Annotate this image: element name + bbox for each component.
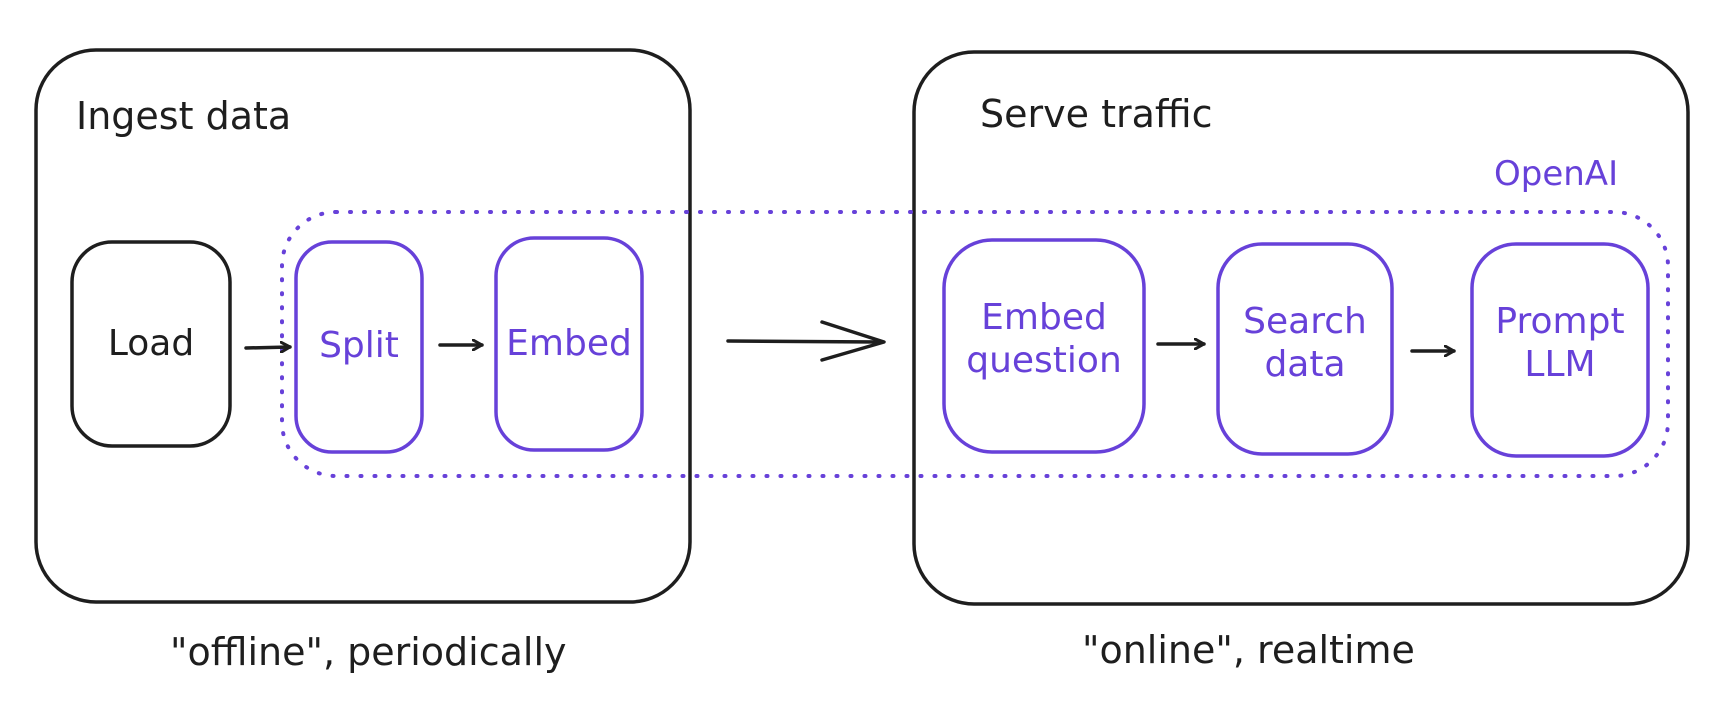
load-step-label: Load bbox=[107, 323, 195, 364]
load-to-split-arrow bbox=[244, 347, 292, 348]
load-step-box bbox=[70, 240, 232, 448]
serve-caption: "online", realtime bbox=[1082, 628, 1415, 672]
prompt-llm-step-label: Prompt LLM bbox=[1495, 301, 1625, 386]
embed-step-box bbox=[494, 236, 644, 452]
search-data-step-label: Search data bbox=[1243, 301, 1367, 386]
split-step-box bbox=[294, 240, 424, 454]
openai-group bbox=[280, 210, 1670, 478]
prompt-llm-step-box bbox=[1470, 242, 1650, 458]
search-data-step-box bbox=[1216, 242, 1394, 456]
serve-section-title: Serve traffic bbox=[980, 92, 1213, 136]
ingest-to-serve-arrow bbox=[726, 339, 882, 344]
embed-question-step-label: Embed question bbox=[966, 297, 1122, 382]
ingest-panel bbox=[34, 48, 692, 604]
ingest-caption: "offline", periodically bbox=[170, 630, 567, 674]
ingest-to-serve-arrowhead bbox=[820, 320, 886, 362]
openai-label: OpenAI bbox=[1494, 154, 1619, 194]
serve-panel bbox=[912, 50, 1690, 606]
ingest-section-title: Ingest data bbox=[76, 94, 292, 138]
embed-step-label: Embed bbox=[506, 323, 632, 364]
split-step-label: Split bbox=[319, 325, 399, 366]
embed-question-step-box bbox=[942, 238, 1146, 454]
